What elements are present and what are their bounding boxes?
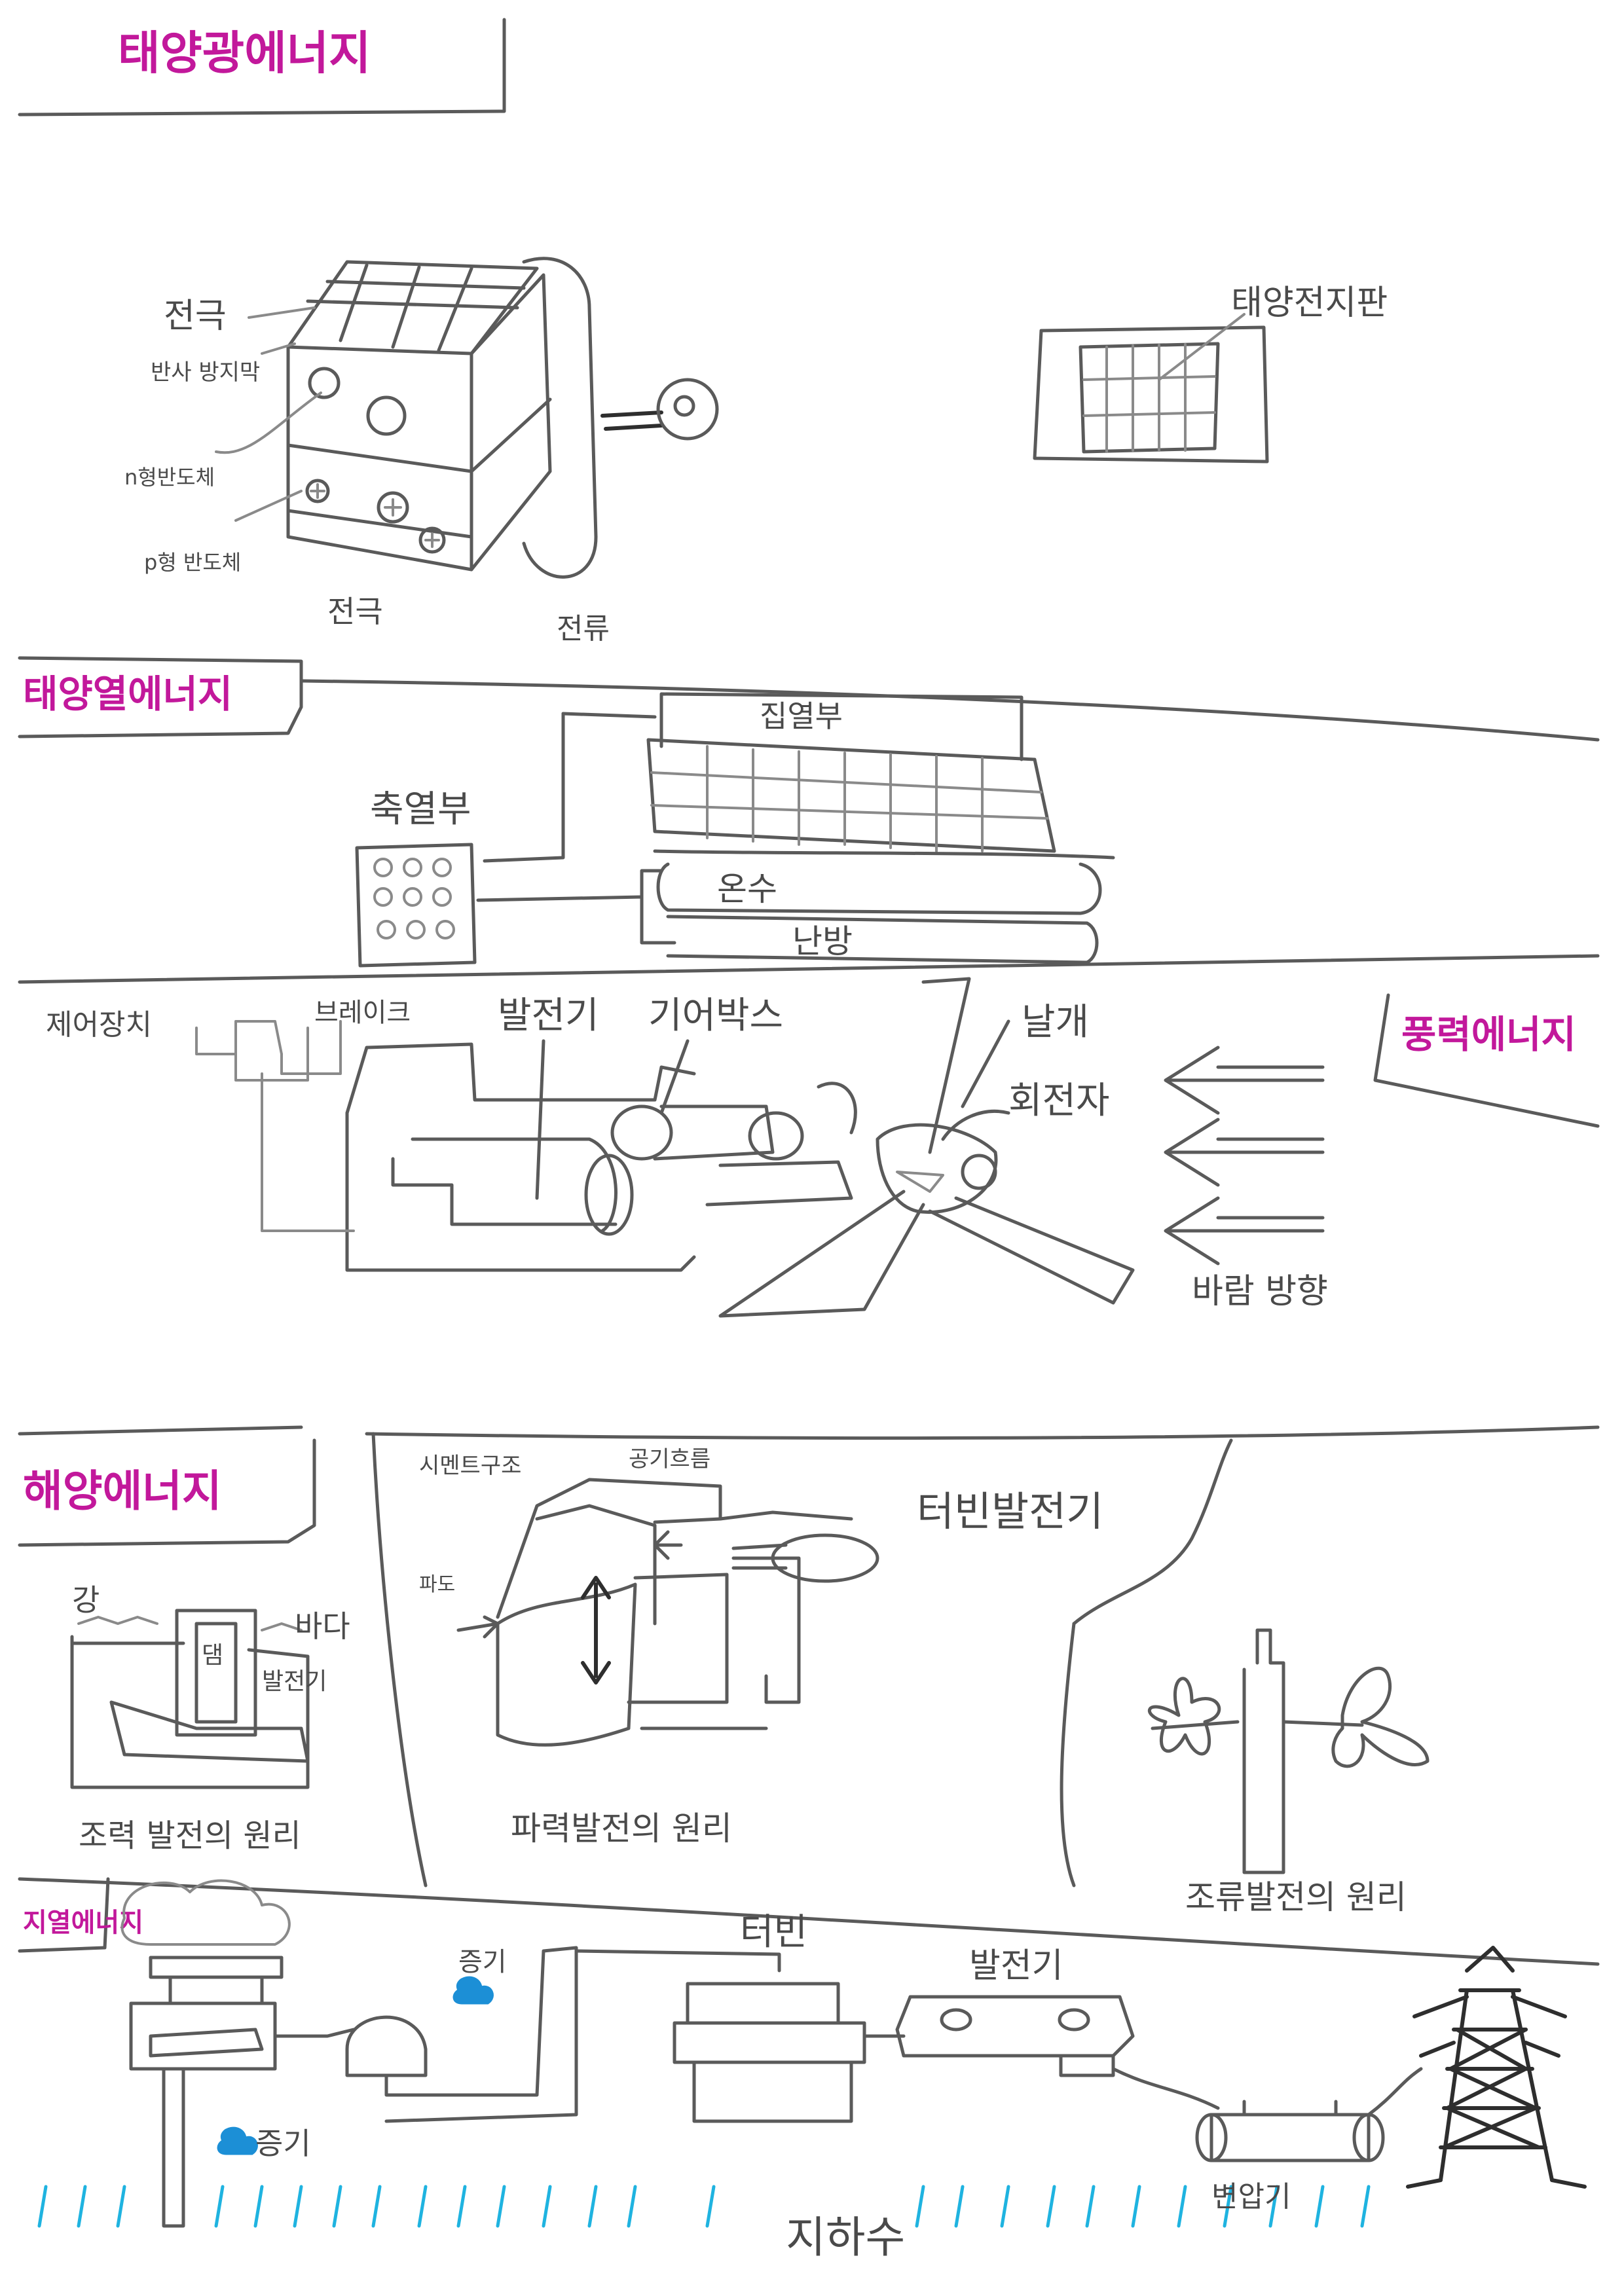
tidal-current-diagram [1147, 1628, 1430, 1874]
label-cement: 시멘트구조 [419, 1453, 521, 1479]
wind-turbine-diagram [195, 977, 1325, 1318]
label-air-flow: 공기흐름 [629, 1446, 710, 1472]
label-transformer: 변압기 [1211, 2180, 1291, 2214]
label-river: 강 [72, 1582, 100, 1618]
label-turbine: 터빈 [740, 1911, 807, 1954]
solar-cell-diagram [215, 257, 719, 579]
label-blade: 날개 [1022, 1001, 1089, 1044]
label-exhaust: 증기 [458, 1947, 507, 1977]
title-solar-thermal: 태양열에너지 [23, 672, 232, 716]
reservoir-water [37, 2185, 1371, 2228]
label-brake: 브레이크 [314, 998, 411, 1028]
label-wave: 파도 [419, 1573, 455, 1596]
title-frame-geo [18, 1877, 110, 1953]
title-frame-solar-pv [18, 18, 506, 117]
wave-power-diagram [456, 1478, 879, 1747]
label-controller: 제어장치 [46, 1008, 152, 1042]
label-electrode-top: 전극 [164, 297, 227, 336]
title-solar-pv: 태양광에너지 [118, 26, 371, 80]
label-geo-generator: 발전기 [969, 1946, 1063, 1986]
label-storage: 축열부 [370, 788, 471, 831]
tidal-dam-diagram [70, 1609, 310, 1789]
title-wind: 풍력에너지 [1401, 1012, 1576, 1057]
solar-collector-diagram [355, 692, 1115, 968]
title-ocean: 해양에너지 [23, 1466, 222, 1516]
section-ocean: 해양에너지 강 바다 댐 발전기 조력 발전의 원리 [18, 1425, 1600, 1916]
title-frame-wind [1373, 993, 1600, 1128]
label-anti-reflection: 반사 방지막 [151, 359, 260, 386]
label-electrode-bottom: 전극 [327, 594, 383, 629]
title-frame-solar-thermal [18, 656, 303, 738]
label-gearbox: 기어박스 [648, 994, 783, 1037]
label-generator: 발전기 [498, 994, 599, 1037]
section-divider-thermal [299, 679, 1600, 742]
label-steam: 증기 [255, 2126, 311, 2161]
title-geothermal: 지열에너지 [23, 1908, 143, 1938]
label-collector: 집열부 [760, 699, 843, 734]
label-turbine-generator: 터빈발전기 [917, 1487, 1103, 1535]
label-wave-principle: 파력발전의 원리 [511, 1810, 732, 1848]
label-current: 전류 [557, 612, 610, 646]
geothermal-plant-diagram [37, 1879, 1587, 2228]
section-solar-thermal: 태양열에너지 집열부 [18, 656, 1600, 968]
section-divider-geo [18, 1877, 1600, 1966]
section-geothermal: 지열에너지 [18, 1877, 1600, 2263]
label-rotor: 회전자 [1008, 1080, 1110, 1122]
section-divider-ocean [18, 1425, 1600, 1440]
label-heating: 난방 [792, 922, 853, 960]
title-frame-ocean [18, 1438, 316, 1547]
label-reservoir: 지하수 [786, 2212, 905, 2263]
section-wind: 풍력에너지 [18, 954, 1600, 1318]
label-p-type: p형 반도체 [144, 550, 241, 575]
label-wind-direction: 바람 방향 [1192, 1272, 1328, 1311]
solar-panel-diagram [1033, 313, 1269, 464]
label-hot-water: 온수 [717, 870, 777, 908]
section-solar-pv: 태양광에너지 전극 [18, 18, 1388, 646]
label-sea: 바다 [295, 1609, 350, 1644]
label-ocean-generator: 발전기 [262, 1668, 327, 1695]
label-current-principle: 조류발전의 원리 [1185, 1878, 1407, 1916]
label-solar-panel: 태양전지판 [1231, 283, 1388, 323]
label-dam: 댐 [202, 1642, 223, 1669]
label-n-type: n형반도체 [124, 465, 215, 490]
label-tidal-principle: 조력 발전의 원리 [79, 1817, 301, 1854]
